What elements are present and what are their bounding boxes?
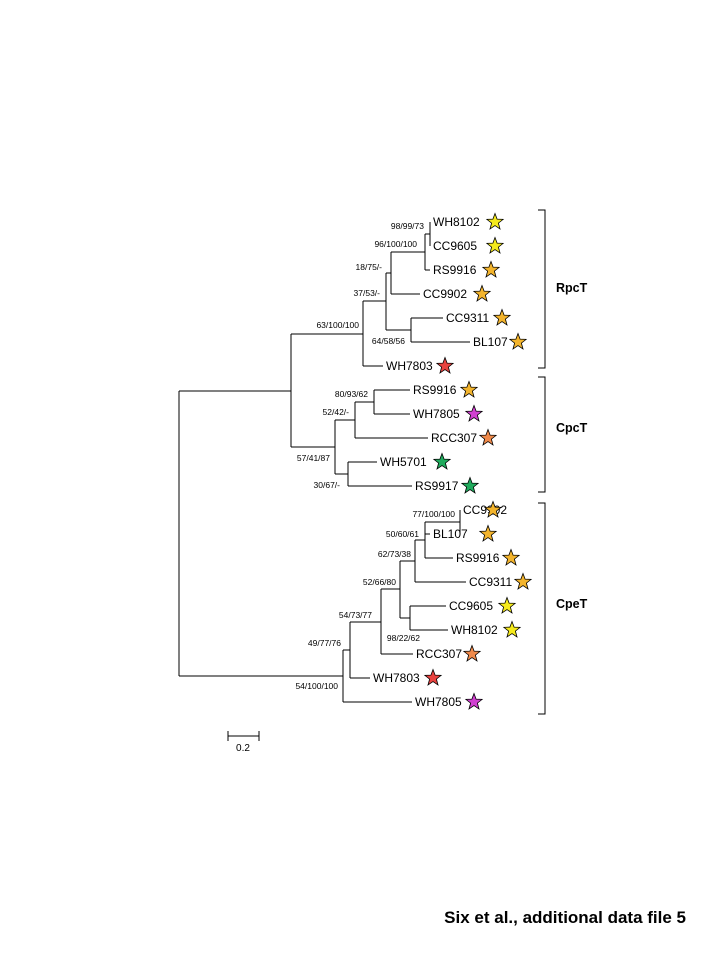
- leaf-label: RCC307: [431, 431, 477, 445]
- leaf-label: RS9916: [433, 263, 477, 277]
- leaf-labels: WH8102CC9605RS9916CC9902CC9311BL107WH780…: [373, 212, 533, 710]
- star-icon: [464, 404, 484, 422]
- leaf-label: CC9605: [449, 599, 493, 613]
- support-value: 54/73/77: [339, 610, 372, 620]
- clade-bracket: [538, 502, 546, 715]
- leaf-label: WH7803: [386, 359, 433, 373]
- support-value: 57/41/87: [297, 453, 330, 463]
- leaf-label: WH5701: [380, 455, 427, 469]
- support-value: 50/60/61: [386, 529, 419, 539]
- leaf-label: CC9605: [433, 239, 477, 253]
- scale-bar: 0.2: [227, 731, 260, 754]
- star-icon: [478, 524, 498, 542]
- leaf-label: BL107: [433, 527, 468, 541]
- support-value: 18/75/-: [356, 262, 383, 272]
- leaf-label: WH8102: [433, 215, 480, 229]
- support-value: 52/42/-: [323, 407, 350, 417]
- star-icon: [464, 692, 484, 710]
- clade-brackets: RpcT CpcT CpeT: [538, 209, 588, 715]
- star-icon: [423, 668, 443, 686]
- leaf-label: CC9311: [446, 311, 489, 325]
- leaf-label: RCC307: [416, 647, 462, 661]
- tree-branches: [178, 222, 470, 703]
- clade-label: CpeT: [556, 597, 588, 611]
- star-icon: [513, 572, 533, 590]
- leaf-label: CC9311: [469, 575, 512, 589]
- leaf-label: WH7803: [373, 671, 420, 685]
- support-value: 77/100/100: [412, 509, 455, 519]
- support-value: 98/99/73: [391, 221, 424, 231]
- support-value: 98/22/62: [387, 633, 420, 643]
- clade-label: RpcT: [556, 281, 588, 295]
- support-value: 96/100/100: [374, 239, 417, 249]
- star-icon: [485, 236, 505, 254]
- support-value: 30/67/-: [314, 480, 341, 490]
- clade-bracket: [538, 376, 546, 493]
- leaf-label: WH7805: [413, 407, 460, 421]
- leaf-label: RS9916: [456, 551, 500, 565]
- scale-bar-label: 0.2: [236, 743, 250, 754]
- star-icon: [497, 596, 517, 614]
- star-icon: [485, 212, 505, 230]
- figure-caption: Six et al., additional data file 5: [444, 908, 686, 927]
- support-value: 64/58/56: [372, 336, 405, 346]
- leaf-label: RS9917: [415, 479, 459, 493]
- clade-bracket: [538, 209, 546, 369]
- support-value: 49/77/76: [308, 638, 341, 648]
- star-icon: [472, 284, 492, 302]
- star-icon: [501, 548, 521, 566]
- support-value: 62/73/38: [378, 549, 411, 559]
- support-value: 54/100/100: [295, 681, 338, 691]
- support-value: 80/93/62: [335, 389, 368, 399]
- star-icon: [492, 308, 512, 326]
- leaf-label: WH8102: [451, 623, 498, 637]
- star-icon: [462, 644, 482, 662]
- clade-label: CpcT: [556, 421, 588, 435]
- star-icon: [508, 332, 528, 350]
- star-icon: [483, 500, 503, 518]
- star-icon: [481, 260, 501, 278]
- star-icon: [459, 380, 479, 398]
- star-icon: [478, 428, 498, 446]
- leaf-label: CC9902: [423, 287, 467, 301]
- star-icon: [460, 476, 480, 494]
- star-icon: [502, 620, 522, 638]
- leaf-label: WH7805: [415, 695, 462, 709]
- star-icon: [435, 356, 455, 374]
- leaf-label: CC9902: [463, 503, 507, 517]
- support-values: 98/99/73 96/100/100 18/75/- 37/53/- 64/58/56…: [295, 221, 455, 691]
- leaf-label: RS9916: [413, 383, 457, 397]
- support-value: 52/66/80: [363, 577, 396, 587]
- support-value: 63/100/100: [316, 320, 359, 330]
- support-value: 37/53/-: [354, 288, 381, 298]
- star-icon: [432, 452, 452, 470]
- leaf-label: BL107: [473, 335, 508, 349]
